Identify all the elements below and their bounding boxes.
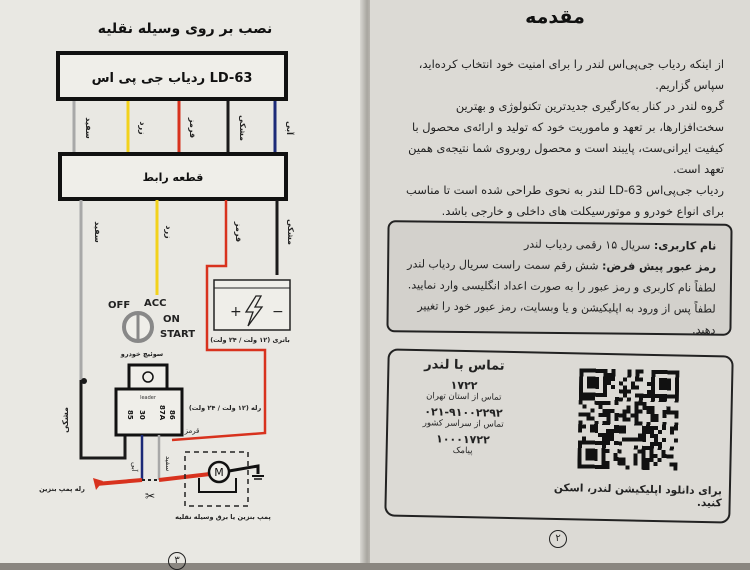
relay-pin-30: 30 (138, 410, 146, 420)
qr-code[interactable] (577, 366, 680, 472)
diagram-title: نصب بر روی وسیله نقلیه (98, 21, 273, 37)
relay-tab (127, 363, 169, 391)
label-black: مشکی (238, 115, 247, 141)
password-value: شش رقم سمت راست سریال ردیاب لندر (407, 257, 599, 273)
label-white-relay: سفید (164, 456, 172, 471)
password-label: رمز عبور پیش فرض: (601, 259, 717, 274)
label-black-relay: مشکی (61, 407, 70, 433)
ignition-label: سوئیچ خودرو (120, 350, 163, 358)
relay-label: رله (۱۲ ولت / ۲۴ ولت) (189, 404, 262, 412)
wire-red-lower (171, 200, 267, 442)
intro-text: از اینکه ردیاب جی‌پی‌اس لندر را برای امن… (388, 54, 724, 222)
relay-pin-85: 85 (126, 410, 134, 420)
label-white-lower: سفید (93, 221, 102, 243)
label-red-lower: قرمز (234, 221, 243, 242)
relay-brand: leader (140, 395, 157, 401)
tracker-box-label: ردیاب جی پی اس LD-63 (92, 71, 253, 86)
username-label: نام کاربری: (653, 238, 717, 253)
contact-box: تماس با لندر ۱۷۲۲ تماس از استان تهران ۰۲… (384, 348, 734, 524)
battery-label: باتری (۱۲ ولت / ۲۴ ولت) (210, 336, 290, 344)
tracker-box (56, 51, 288, 101)
intro-paragraph: ردیاب جی‌پی‌اس LD-63 لندر به نحوی طراحی … (406, 183, 724, 218)
contact-title: تماس با لندر (424, 357, 505, 374)
pump-area (184, 451, 249, 507)
tehran-label: تماس از استان تهران (426, 391, 502, 403)
label-blue: آبی (285, 121, 295, 135)
connector-box-label: قطعه رابط (143, 171, 204, 184)
motor-icon (207, 460, 231, 484)
pump-relay-label: رله پمپ بنزین (39, 485, 85, 493)
relay-pin-87a: 87A (158, 405, 166, 421)
relay-pin-86: 86 (168, 410, 176, 420)
page-number-right: ۲ (549, 530, 567, 548)
username-value: سریال ۱۵ رقمی ردیاب لندر (523, 237, 651, 252)
label-yellow-lower: زرد (164, 225, 173, 239)
connector-box (58, 152, 288, 201)
label-black-lower: مشکی (286, 219, 295, 245)
svg-text:+: + (230, 304, 242, 320)
contact-info: تماس با لندر ۱۷۲۲ تماس از استان تهران ۰۲… (407, 357, 519, 461)
qr-caption: برای دانلود اپلیکیشن لندر، اسکن کنید. (553, 481, 723, 510)
ignition-on: ON (163, 314, 180, 325)
wiring-diagram: نصب بر روی وسیله نقلیه سفید زرد قرمز مشک… (39, 21, 295, 521)
battery-icon: + − (213, 279, 291, 331)
note-change-password: لطفاً پس از ورود به اپلیکیشن و یا وبسایت… (417, 299, 716, 337)
wire-black-relay (79, 380, 127, 460)
ignition-acc: ACC (144, 298, 166, 309)
label-blue-relay: آبی (130, 462, 139, 473)
intro-title: مقدمه (525, 6, 585, 28)
intro-paragraph: گروه لندر در کنار به‌کارگیری جدیدترین تک… (408, 99, 724, 176)
svg-text:−: − (272, 304, 284, 320)
scissors-icon: ✂ (145, 489, 155, 503)
country-label: تماس از سراسر کشور (422, 418, 504, 430)
left-page: نصب بر روی وسیله نقلیه سفید زرد قرمز مشک… (0, 0, 366, 570)
relay-box (114, 387, 184, 437)
login-info-box: نام کاربری: سریال ۱۵ رقمی ردیاب لندر رمز… (386, 220, 733, 337)
intro-paragraph: از اینکه ردیاب جی‌پی‌اس لندر را برای امن… (418, 57, 724, 92)
sms-label: پیامک (452, 445, 473, 457)
ignition-off: OFF (108, 300, 130, 311)
ignition-start: START (160, 329, 195, 340)
label-white: سفید (84, 117, 93, 139)
label-red: قرمز (188, 117, 197, 138)
page-number-left: ۳ (168, 552, 186, 570)
relay-red-label: قرمز (184, 427, 200, 435)
pump-label: پمپ بنزین یا برق وسیله نقلیه (175, 513, 271, 521)
motor-label: M (214, 466, 224, 479)
label-yellow: زرد (138, 121, 147, 135)
